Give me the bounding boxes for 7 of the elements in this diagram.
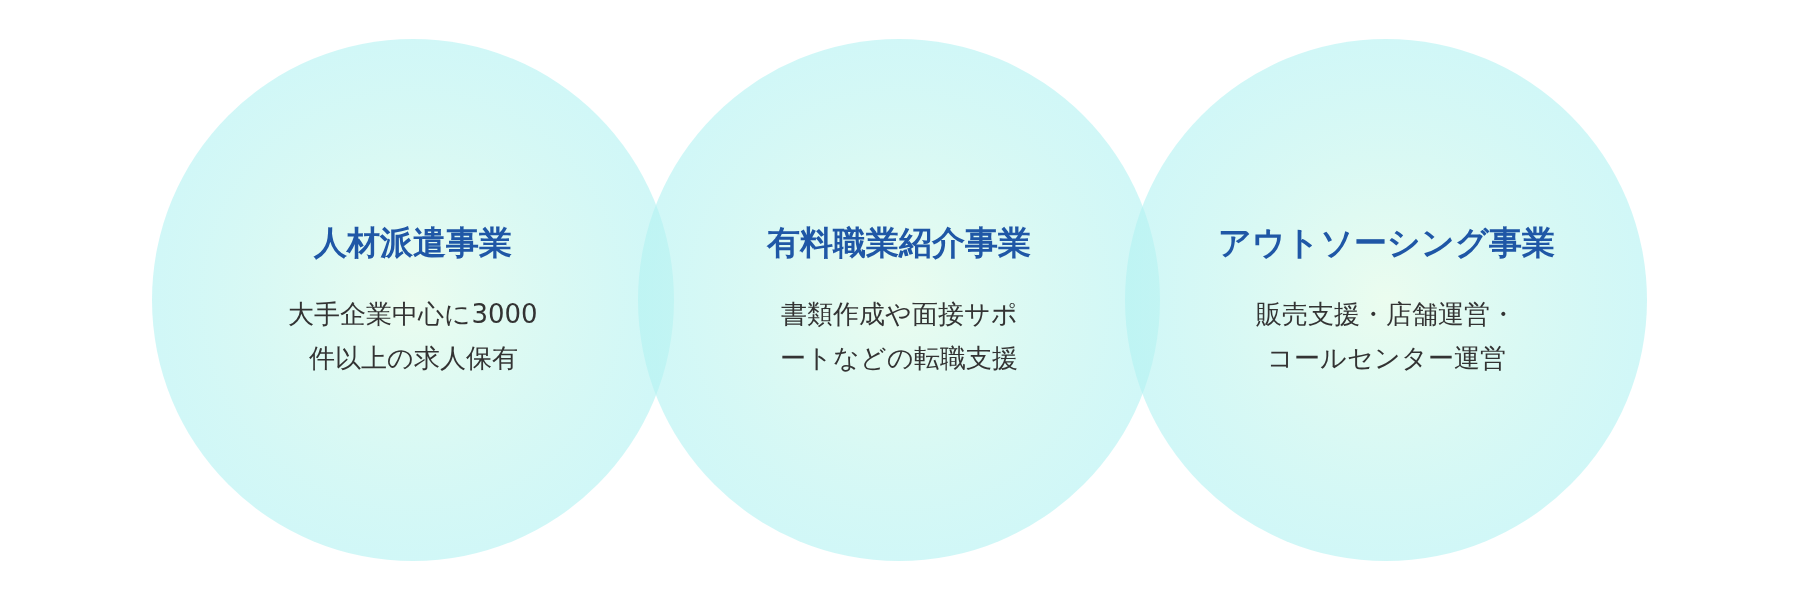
circle <box>1125 39 1647 561</box>
circle-heading: 人材派遣事業 <box>314 221 512 264</box>
circle-description: 販売支援・店舗運営・コールセンター運営 <box>1255 297 1517 375</box>
circle-description: 書類作成や面接サポートなどの転職支援 <box>779 297 1019 375</box>
circle-description: 大手企業中心に3000件以上の求人保有 <box>287 297 539 375</box>
circle-heading: 有料職業紹介事業 <box>767 221 1031 264</box>
circle-heading: アウトソーシング事業 <box>1217 221 1555 264</box>
